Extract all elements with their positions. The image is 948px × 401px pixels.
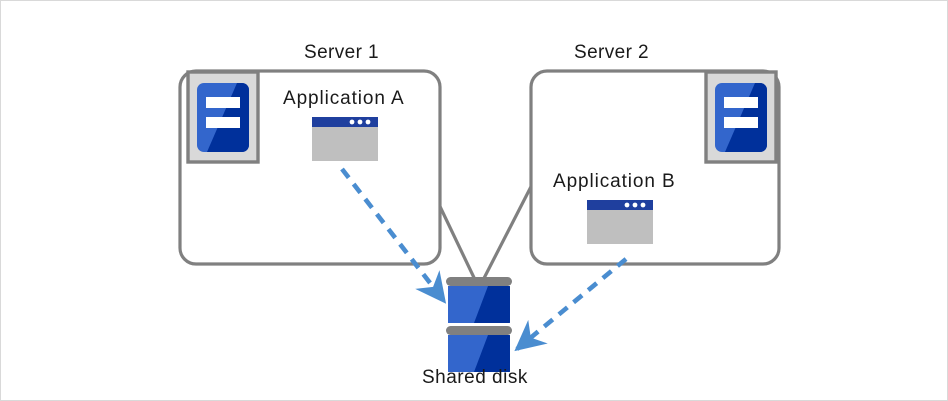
server-icon <box>704 70 778 164</box>
application-window-icon <box>587 200 653 244</box>
application-window-icon <box>312 117 378 161</box>
application-a-label: Application A <box>283 88 405 109</box>
server2-to-disk-link <box>478 172 540 287</box>
application-a-access-arrow <box>340 167 447 304</box>
access-arrows <box>340 167 628 352</box>
disk-stack-icon <box>446 277 512 372</box>
application-b-label: Application B <box>553 171 676 192</box>
shared-disk-label: Shared disk <box>422 367 528 388</box>
server-icon <box>186 70 260 164</box>
server-1-title: Server 1 <box>304 42 380 63</box>
application-b-access-arrow <box>514 257 628 352</box>
server-2-title: Server 2 <box>574 42 650 63</box>
